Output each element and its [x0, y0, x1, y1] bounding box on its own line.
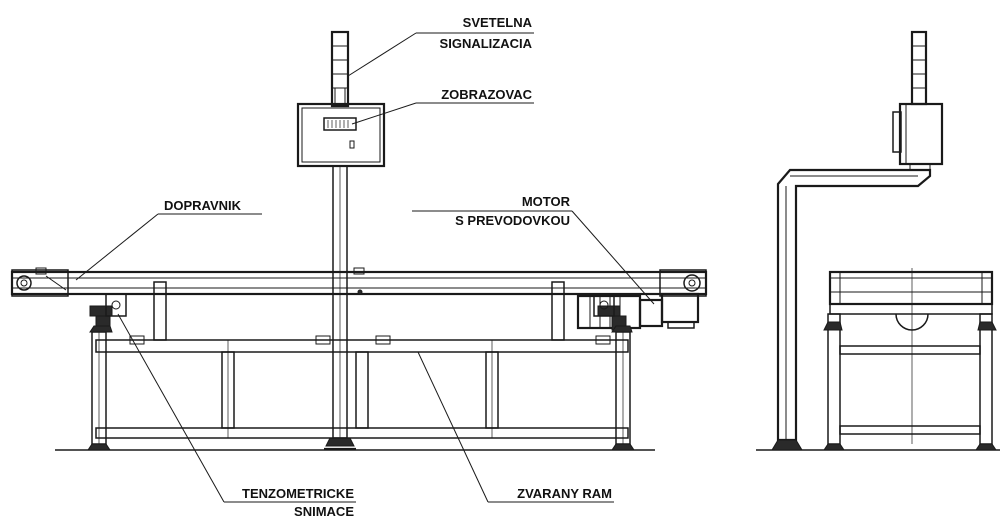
label-dopravnik: DOPRAVNIK — [164, 198, 242, 213]
pole — [324, 165, 356, 451]
side-signal-stack — [910, 30, 928, 106]
label-zobrazovac: ZOBRAZOVAC — [441, 87, 532, 102]
signal-light-stack — [330, 30, 350, 108]
side-conveyor — [828, 268, 994, 444]
welded-frame — [87, 281, 635, 451]
load-cell-right — [593, 293, 633, 333]
label-zvarany-ram: ZVARANY RAM — [517, 486, 612, 501]
side-view — [756, 30, 1000, 451]
label-svetelna: SVETELNA — [463, 15, 533, 30]
display-box — [296, 102, 386, 168]
leader-lines — [75, 32, 655, 503]
motor-gearbox — [576, 292, 700, 330]
label-tenzometricke: TENZOMETRICKE — [242, 486, 354, 501]
conveyor-belt — [10, 267, 708, 297]
label-snimace: SNIMACE — [294, 504, 354, 518]
label-s-prevodovkou: S PREVODOVKOU — [455, 213, 570, 228]
side-arm — [771, 168, 932, 451]
side-display-box — [892, 102, 944, 171]
label-signalizacia: SIGNALIZACIA — [440, 36, 533, 51]
side-frame — [823, 313, 997, 451]
load-cell-left — [89, 293, 127, 333]
front-view — [10, 30, 708, 451]
label-motor: MOTOR — [522, 194, 571, 209]
